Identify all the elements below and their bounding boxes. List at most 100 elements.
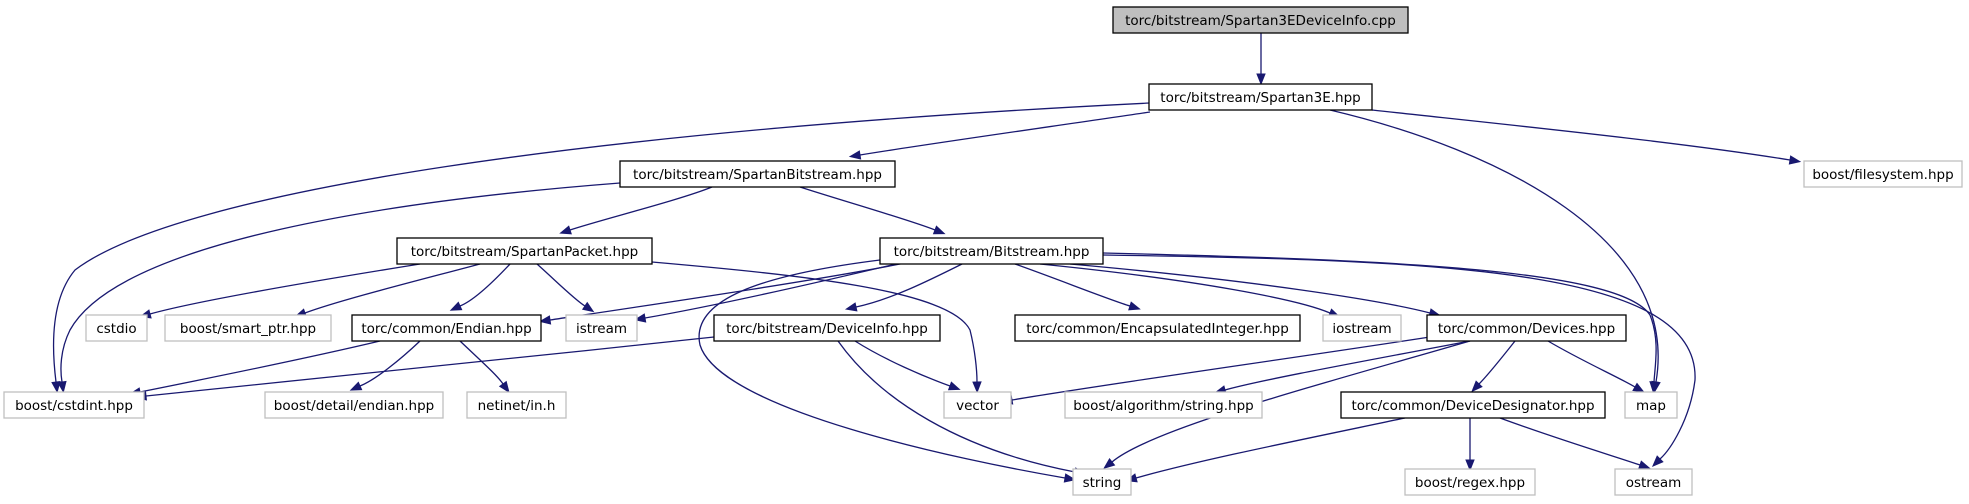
node-map: map: [1624, 391, 1678, 419]
arrowhead: [844, 302, 858, 312]
node-boost-filesystem-hpp: boost/filesystem.hpp: [1803, 160, 1963, 188]
node-box: [1112, 6, 1409, 34]
edge-n13-n19: [1471, 340, 1516, 393]
arrowhead: [1632, 382, 1645, 393]
edge-n5-n11: [1014, 263, 1141, 311]
node-box: [879, 237, 1104, 265]
arrowhead: [1788, 155, 1802, 165]
node-torc-bitstream-spartan3edeviceinfo-cpp[interactable]: torc/bitstream/Spartan3EDeviceInfo.cpp: [1112, 6, 1409, 34]
node-box: [85, 314, 148, 342]
node-box: [3, 391, 145, 419]
arrowhead: [1649, 381, 1659, 394]
arrowhead: [1063, 473, 1077, 483]
node-box: [396, 237, 653, 265]
arrowhead: [633, 313, 647, 323]
node-label: map: [1636, 398, 1666, 414]
edge-n5-n23: [1102, 254, 1696, 468]
nodes-layer: torc/bitstream/Spartan3EDeviceInfo.cpp to…: [3, 6, 1963, 496]
node-box: [1148, 83, 1373, 111]
node-string: string: [1072, 468, 1132, 496]
arrowhead: [1128, 301, 1141, 311]
node-label: torc/bitstream/SpartanPacket.hpp: [411, 244, 638, 260]
edge-n10-n14: [134, 336, 715, 401]
node-torc-common-devices-hpp[interactable]: torc/common/Devices.hpp: [1426, 314, 1627, 342]
node-box: [1322, 314, 1402, 342]
arrowhead: [932, 225, 946, 235]
node-istream: istream: [565, 314, 638, 342]
arrowhead: [349, 381, 363, 391]
arrowhead: [1103, 457, 1116, 470]
edge-n8-n15: [349, 340, 421, 391]
node-label: ostream: [1626, 475, 1682, 491]
node-label: torc/bitstream/SpartanBitstream.hpp: [633, 167, 882, 183]
arrowhead: [1471, 380, 1483, 393]
node-box: [1404, 468, 1536, 496]
node-box: [466, 391, 567, 419]
node-box: [1014, 314, 1301, 342]
node-torc-bitstream-spartanpacket-hpp[interactable]: torc/bitstream/SpartanPacket.hpp: [396, 237, 653, 265]
edge-n5-n21: [698, 259, 1077, 483]
node-label: torc/bitstream/Spartan3E.hpp: [1160, 90, 1360, 106]
edge-n8-n16: [459, 340, 510, 394]
arrowhead: [57, 380, 67, 394]
node-label: string: [1083, 475, 1122, 491]
node-label: cstdio: [96, 321, 136, 337]
edge-n5-n13: [1069, 263, 1441, 318]
edge-n19-n22: [1465, 418, 1475, 472]
node-cstdio: cstdio: [85, 314, 148, 342]
node-box: [164, 314, 332, 342]
edge-n19-n21: [1125, 417, 1406, 483]
node-box: [1072, 468, 1132, 496]
arrowhead: [498, 380, 510, 394]
node-netinet-in-h: netinet/in.h: [466, 391, 567, 419]
node-label: boost/cstdint.hpp: [15, 398, 133, 414]
node-torc-common-encapsulatedinteger-hpp[interactable]: torc/common/EncapsulatedInteger.hpp: [1014, 314, 1301, 342]
edge-n1-n3: [1371, 109, 1802, 165]
node-torc-bitstream-spartan3e-hpp[interactable]: torc/bitstream/Spartan3E.hpp: [1148, 83, 1373, 111]
node-iostream: iostream: [1322, 314, 1402, 342]
node-label: vector: [956, 398, 999, 414]
node-box: [1624, 391, 1678, 419]
node-label: boost/smart_ptr.hpp: [180, 321, 316, 337]
node-label: torc/common/Endian.hpp: [361, 321, 531, 337]
node-box: [619, 160, 896, 188]
node-torc-common-endian-hpp[interactable]: torc/common/Endian.hpp: [351, 314, 542, 342]
edge-n10-n17: [854, 340, 961, 391]
arrowhead: [1465, 459, 1475, 472]
node-label: boost/regex.hpp: [1415, 475, 1525, 491]
edge-n4-n9: [536, 263, 595, 313]
edge-n1-n14: [51, 102, 1151, 394]
node-label: torc/common/Devices.hpp: [1438, 321, 1615, 337]
arrowhead: [581, 301, 595, 313]
arrowhead: [559, 225, 572, 235]
node-label: torc/common/DeviceDesignator.hpp: [1351, 398, 1594, 414]
node-box: [351, 314, 542, 342]
node-box: [1064, 391, 1263, 419]
arrowhead: [51, 380, 61, 394]
node-label: torc/bitstream/Spartan3EDeviceInfo.cpp: [1125, 13, 1396, 29]
edge-n8-n14: [128, 340, 381, 397]
node-label: istream: [576, 321, 627, 337]
edge-n2-n5: [799, 186, 946, 235]
edge-n5-n9: [633, 262, 901, 323]
node-torc-common-devicedesignator-hpp[interactable]: torc/common/DeviceDesignator.hpp: [1340, 391, 1606, 419]
node-torc-bitstream-deviceinfo-hpp[interactable]: torc/bitstream/DeviceInfo.hpp: [713, 314, 941, 342]
arrowhead: [1256, 73, 1266, 86]
node-torc-bitstream-bitstream-hpp[interactable]: torc/bitstream/Bitstream.hpp: [879, 237, 1104, 265]
node-boost-smart-ptr-hpp: boost/smart_ptr.hpp: [164, 314, 332, 342]
node-label: torc/bitstream/Bitstream.hpp: [894, 244, 1090, 260]
node-label: boost/filesystem.hpp: [1812, 167, 1953, 183]
node-label: boost/detail/endian.hpp: [274, 398, 434, 414]
edge-n4-n8: [449, 263, 511, 311]
arrowhead: [947, 381, 961, 391]
edge-n0-n1: [1256, 33, 1266, 86]
arrowhead: [538, 315, 552, 325]
arrowhead: [1637, 460, 1651, 470]
node-boost-algorithm-string-hpp: boost/algorithm/string.hpp: [1064, 391, 1263, 419]
node-box: [943, 391, 1012, 419]
edge-n4-n17: [651, 261, 982, 394]
node-torc-bitstream-spartanbitstream-hpp[interactable]: torc/bitstream/SpartanBitstream.hpp: [619, 160, 896, 188]
node-boost-cstdint-hpp: boost/cstdint.hpp: [3, 391, 145, 419]
node-box: [713, 314, 941, 342]
node-box: [565, 314, 638, 342]
